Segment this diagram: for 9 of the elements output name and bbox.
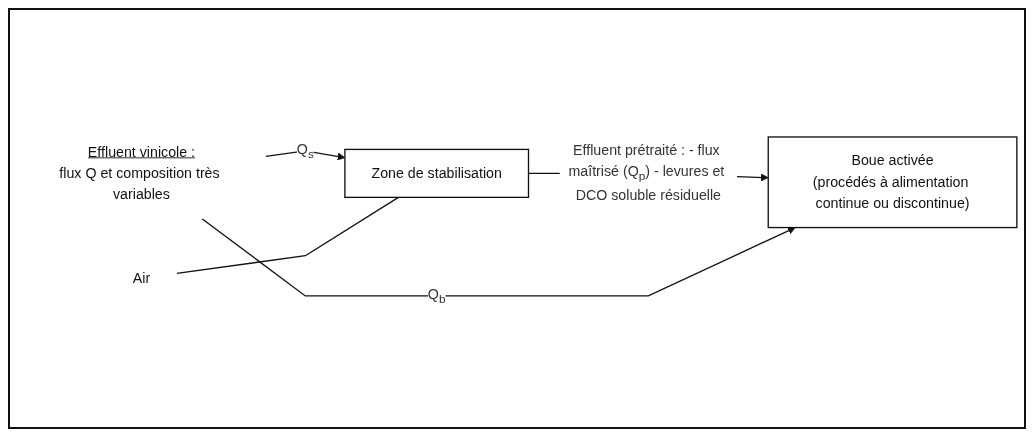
edge-label: Q$_{b}$ — [427, 286, 446, 306]
connector — [176, 197, 400, 275]
node-box: Boue activée (procédés à alimentation continue ou discontinue) — [767, 136, 1018, 229]
node-text: Air — [132, 270, 151, 286]
arrow — [201, 218, 796, 298]
edge-label: Effluent prétraité : - flux maîtrisé (Q$_{p}$) - levures et DCO soluble résiduelle — [568, 143, 725, 204]
node-text: Effluent vinicole : flux Q et composition très variables — [59, 144, 220, 203]
edge-label: Q$_{s}$ — [296, 141, 314, 161]
node-box: Zone de stabilisation — [344, 149, 530, 199]
